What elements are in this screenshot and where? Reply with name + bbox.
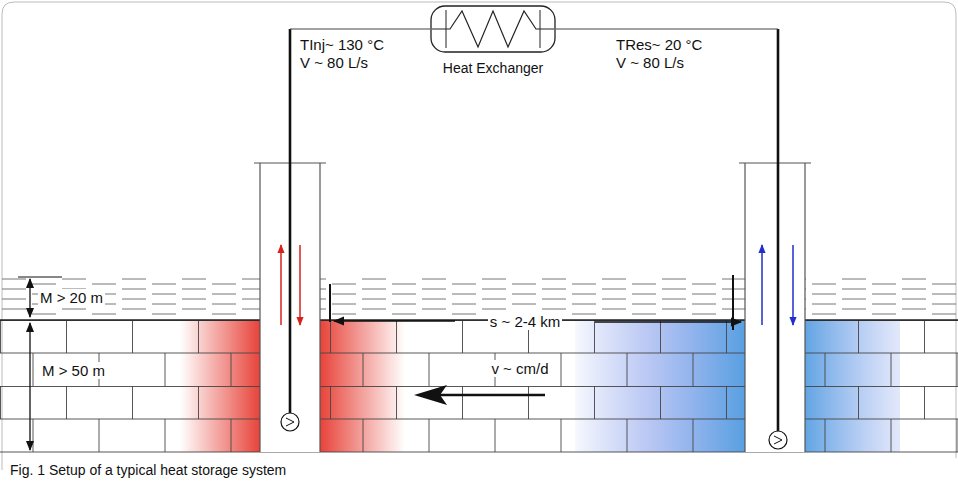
limestone-aquifer bbox=[0, 320, 958, 452]
aquifer-top bbox=[0, 319, 958, 320]
aquifer-base bbox=[0, 452, 958, 453]
temperature-label: TRes~ 20 °C bbox=[614, 36, 704, 53]
pipe-line bbox=[556, 28, 778, 29]
temperature-label: TInj~ 130 °C bbox=[298, 36, 386, 53]
casing-line bbox=[329, 284, 331, 322]
distance-label: s ~ 2-4 km bbox=[488, 313, 562, 330]
flow-rate-label: V ~ 80 L/s bbox=[298, 54, 370, 71]
spacing-arrow bbox=[595, 321, 741, 322]
flow-rate-label: V ~ 80 L/s bbox=[614, 54, 686, 71]
injection-well bbox=[254, 29, 326, 452]
dimension-tick bbox=[18, 277, 62, 278]
thickness-label: M > 20 m bbox=[38, 289, 105, 306]
dimension-arrow bbox=[29, 323, 30, 450]
heat-exchanger-symbol bbox=[430, 4, 556, 54]
dimension-arrow bbox=[29, 279, 30, 317]
figure-caption: Fig. 1 Setup of a typical heat storage s… bbox=[10, 462, 286, 478]
node-label: Heat Exchanger bbox=[430, 4, 556, 76]
pipe-line bbox=[290, 28, 430, 29]
thickness-label: M > 50 m bbox=[40, 362, 107, 379]
heat-exchanger: Heat Exchanger bbox=[430, 4, 556, 76]
velocity-label: v ~ cm/d bbox=[489, 360, 550, 377]
flow-arrow bbox=[414, 385, 545, 405]
water-layer bbox=[0, 276, 958, 318]
production-well bbox=[739, 29, 811, 452]
spacing-arrow bbox=[334, 320, 455, 321]
